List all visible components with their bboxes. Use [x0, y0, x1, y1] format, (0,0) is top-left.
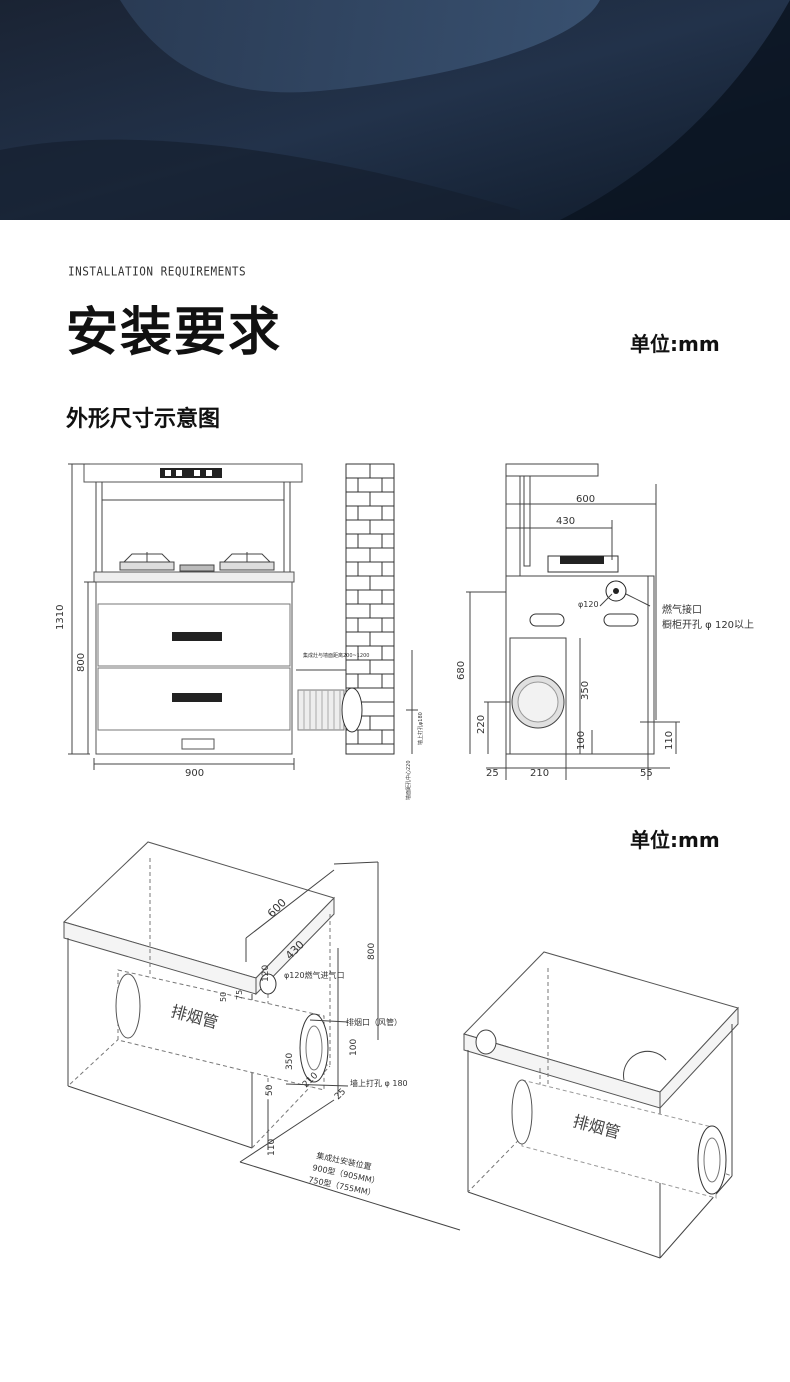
- cabinet-hole-label: 橱柜开孔 φ 120以上: [662, 618, 754, 631]
- dim-1310: 1310: [55, 605, 66, 630]
- iso-dim-50a: 50: [219, 992, 228, 1002]
- iso-wall-hole: 墙上打孔 φ 180: [350, 1078, 408, 1088]
- dim-900: 900: [185, 768, 204, 779]
- note-wall-hole: 墙上打孔φ180: [417, 712, 424, 745]
- note-distance: 集成灶与墙面距离200~1200: [303, 652, 369, 659]
- side-dim-350: 350: [580, 681, 591, 700]
- unit-label: 单位:mm: [630, 332, 720, 356]
- page-title: 安装要求: [66, 303, 283, 363]
- hero-banner: [0, 0, 790, 220]
- iso-dim-120: 120: [261, 965, 271, 982]
- side-dim-680: 680: [456, 661, 467, 680]
- iso-exhaust-outlet: 排烟口（风管）: [346, 1017, 402, 1027]
- iso-dim-350: 350: [285, 1053, 295, 1070]
- side-view-diagram: [466, 463, 680, 780]
- side-dim-110: 110: [664, 731, 675, 750]
- burner-right-icon: [219, 552, 275, 571]
- note-hole-height: 墙面距孔中心220: [405, 760, 412, 800]
- iso-dim-800: 800: [367, 943, 377, 960]
- section-title: 外形尺寸示意图: [66, 407, 221, 432]
- iso-dim-110: 110: [267, 1139, 277, 1156]
- unit-label-2: 单位:mm: [630, 828, 720, 852]
- front-view-diagram: [68, 463, 303, 770]
- gas-inlet-label: 燃气接口: [662, 603, 702, 616]
- side-dim-100: 100: [576, 731, 587, 750]
- dim-800: 800: [76, 653, 87, 672]
- side-dim-d120: φ120: [578, 600, 599, 609]
- side-dim-25: 25: [486, 768, 499, 779]
- side-dim-600: 600: [576, 494, 595, 505]
- iso-dim-75: 75: [235, 990, 244, 1000]
- isometric-right-diagram: [463, 951, 739, 1259]
- side-dim-430: 430: [556, 516, 575, 527]
- iso-dim-50b: 50: [265, 1084, 275, 1096]
- iso-dim-25: 25: [333, 1087, 348, 1102]
- side-dim-220: 220: [476, 715, 487, 734]
- iso-gas-inlet: φ120燃气进气口: [284, 970, 345, 980]
- isometric-left-diagram: [63, 841, 461, 1231]
- side-dim-55: 55: [640, 768, 653, 779]
- burner-left-icon: [119, 552, 175, 571]
- eyebrow-text: INSTALLATION REQUIREMENTS: [68, 264, 247, 279]
- wall-view-diagram: [296, 463, 418, 755]
- side-dim-210: 210: [530, 768, 549, 779]
- iso-dim-100: 100: [349, 1039, 359, 1056]
